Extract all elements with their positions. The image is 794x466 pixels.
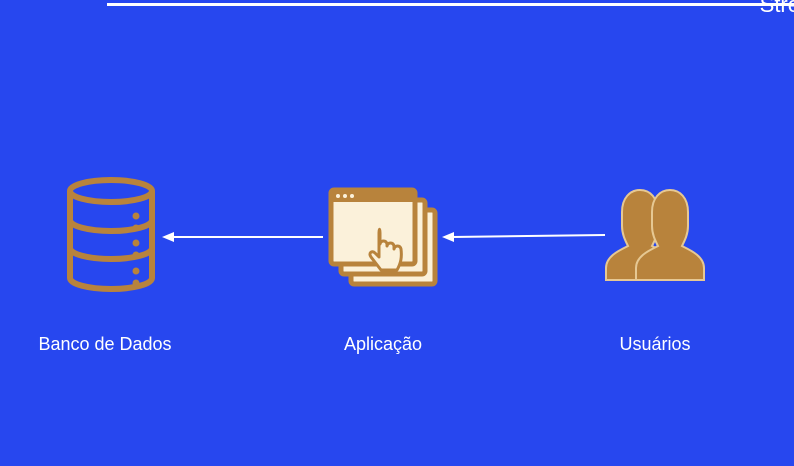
database-node [66,176,158,296]
app-windows-cursor-icon [328,187,438,287]
users-node [600,186,710,284]
database-label: Banco de Dados [38,334,172,354]
arrow-head-application-to-database [162,232,174,242]
arrow-users-to-application [451,234,606,238]
users-icon [605,188,705,281]
database-icon [67,177,155,292]
corner-title-fragment: Stre [759,0,794,17]
application-label: Aplicação [343,334,423,354]
arrow-head-users-to-application [442,232,454,242]
users-label: Usuários [619,334,691,354]
application-node [323,183,443,295]
top-divider-line [107,3,794,6]
